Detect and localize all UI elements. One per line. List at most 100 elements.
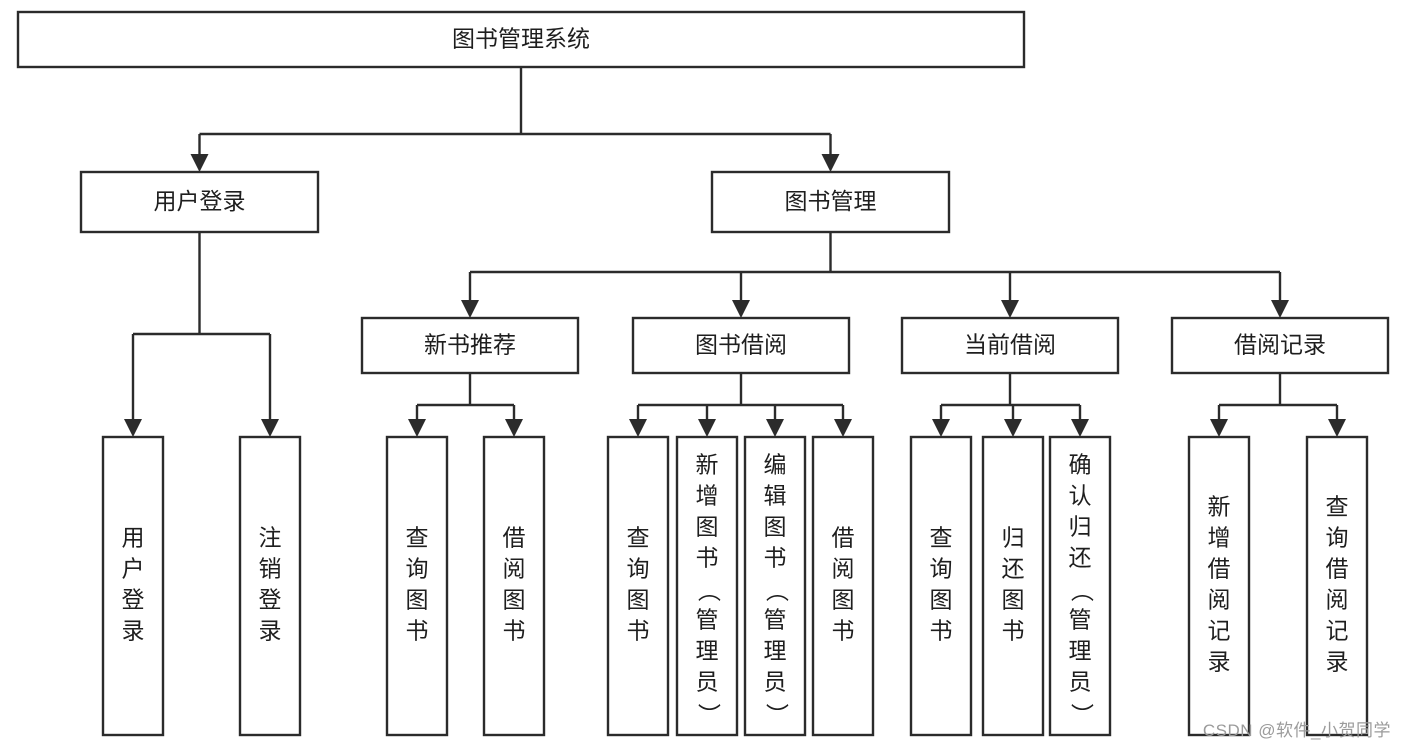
arrow-head — [505, 419, 523, 437]
node-label-char: 理 — [764, 638, 787, 664]
node-label-char: 还 — [1002, 556, 1025, 582]
node-label: 图书管理 — [785, 188, 877, 214]
node-l3_2[interactable]: 图书借阅 — [631, 316, 851, 375]
connector-group-l2_2 — [461, 232, 1289, 318]
node-label-char: 确 — [1069, 452, 1092, 478]
arrow-head — [629, 419, 647, 437]
node-box[interactable] — [482, 435, 546, 737]
node-box[interactable] — [606, 435, 670, 737]
node-label-char: 阅 — [1208, 587, 1231, 613]
node-label-char: 录 — [122, 618, 145, 644]
node-box[interactable] — [900, 316, 1120, 375]
node-box[interactable] — [1305, 435, 1369, 737]
node-label-char: 记 — [1326, 618, 1349, 644]
node-label-char: 理 — [696, 638, 719, 664]
node-label-char: ） — [764, 703, 790, 726]
node-label: 用户登录 — [154, 188, 246, 214]
node-l2_1[interactable]: 用户登录 — [79, 170, 320, 234]
node-box[interactable] — [981, 435, 1045, 737]
node-root[interactable]: 图书管理系统 — [16, 10, 1026, 69]
node-l3_1[interactable]: 新书推荐 — [360, 316, 580, 375]
connector-group-l3_4 — [1210, 373, 1346, 437]
node-label-char: 图 — [930, 587, 953, 613]
node-label: 当前借阅 — [964, 332, 1056, 358]
node-label-char: 查 — [930, 525, 953, 551]
node-label-char: 管 — [1069, 607, 1092, 633]
node-box[interactable] — [710, 170, 951, 234]
node-box[interactable] — [1187, 435, 1251, 737]
node-box[interactable] — [360, 316, 580, 375]
node-box[interactable] — [385, 435, 449, 737]
node-label-char: 图 — [406, 587, 429, 613]
node-box[interactable] — [101, 435, 165, 737]
node-label-char: 理 — [1069, 638, 1092, 664]
node-box[interactable] — [1170, 316, 1390, 375]
node-l3_4[interactable]: 借阅记录 — [1170, 316, 1390, 375]
node-label-char: 户 — [122, 556, 145, 582]
node-box[interactable] — [675, 435, 739, 737]
node-label-char: 编 — [764, 452, 787, 478]
arrow-head — [261, 419, 279, 437]
node-label-char: 查 — [406, 525, 429, 551]
node-label-char: 员 — [764, 669, 787, 695]
arrow-head — [932, 419, 950, 437]
arrow-head — [1271, 300, 1289, 318]
node-label-char: 图 — [696, 514, 719, 540]
node-label-char: 图 — [764, 514, 787, 540]
arrow-head — [190, 154, 209, 172]
arrow-head — [1004, 419, 1022, 437]
node-l3_3[interactable]: 当前借阅 — [900, 316, 1120, 375]
arrow-head — [766, 419, 784, 437]
node-label-char: 管 — [696, 607, 719, 633]
node-label-char: （ — [1069, 579, 1095, 602]
node-box[interactable] — [238, 435, 302, 737]
node-box[interactable] — [909, 435, 973, 737]
node-label-char: 书 — [627, 618, 650, 644]
connector-layer — [124, 67, 1346, 437]
connector-group-l2_1 — [124, 232, 279, 437]
arrow-head — [821, 154, 840, 172]
node-label-char: 登 — [259, 587, 282, 613]
node-box[interactable] — [631, 316, 851, 375]
connector-group-l3_3 — [932, 373, 1089, 437]
node-label-char: 阅 — [832, 556, 855, 582]
arrow-head — [461, 300, 479, 318]
node-label-char: 新 — [1208, 494, 1231, 520]
connector-group-l3_2 — [629, 373, 852, 437]
node-u1[interactable]: 用户登录 — [101, 435, 165, 737]
arrow-head — [834, 419, 852, 437]
csdn-watermark: CSDN @软件_小贺同学 — [1202, 721, 1391, 740]
node-label-char: 还 — [1069, 545, 1092, 571]
node-label-char: 归 — [1002, 525, 1025, 551]
node-box[interactable] — [811, 435, 875, 737]
node-label: 借阅记录 — [1234, 332, 1326, 358]
node-box[interactable] — [16, 10, 1026, 69]
connector-group-l3_1 — [408, 373, 523, 437]
node-l2_2[interactable]: 图书管理 — [710, 170, 951, 234]
node-label-char: 查 — [627, 525, 650, 551]
arrow-head — [1328, 419, 1346, 437]
node-label: 图书管理系统 — [452, 26, 590, 52]
node-label-char: 管 — [764, 607, 787, 633]
node-label-char: （ — [696, 579, 722, 602]
node-label-char: 记 — [1208, 618, 1231, 644]
node-box[interactable] — [743, 435, 807, 737]
arrow-head — [124, 419, 142, 437]
node-box[interactable] — [1048, 435, 1112, 737]
node-box[interactable] — [79, 170, 320, 234]
node-label-char: 借 — [832, 525, 855, 551]
